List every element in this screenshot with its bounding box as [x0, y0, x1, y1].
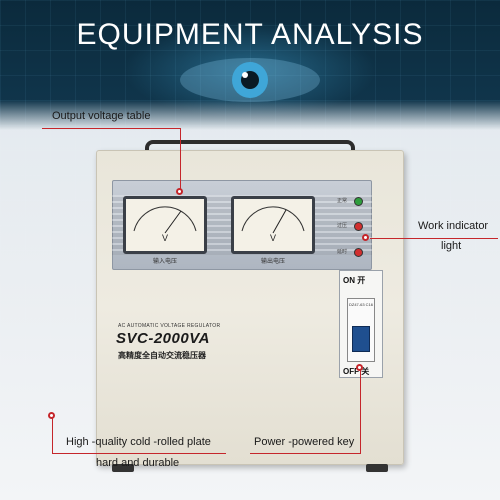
overvoltage-lamp-icon — [354, 222, 363, 231]
callout-dot-icon — [176, 188, 183, 195]
callout-line — [250, 453, 360, 454]
brand-chinese: 高精度全自动交流稳压器 — [118, 351, 206, 360]
output-voltage-meter: V — [231, 196, 315, 254]
breaker-model: DZ47-63 C16 — [349, 302, 374, 307]
brand-subtitle: AC AUTOMATIC VOLTAGE REGULATOR — [118, 323, 221, 329]
callout-work-indicator: Work indicator — [418, 220, 489, 232]
callout-dot-icon — [356, 364, 363, 371]
callout-high-quality: High -quality cold -rolled plate — [66, 436, 211, 448]
callout-line — [52, 418, 53, 453]
switch-off-label: OFF 关 — [343, 367, 370, 376]
callout-line — [370, 238, 498, 239]
callout-hard-durable: hard and durable — [96, 457, 180, 469]
lamp-label: 正常 — [337, 198, 348, 204]
meter-dial-icon — [241, 206, 305, 234]
meter-unit: V — [269, 233, 276, 243]
switch-on-label: ON 开 — [343, 276, 366, 285]
callout-work-indicator-light: light — [441, 240, 462, 252]
device-foot — [366, 464, 388, 472]
lamp-label: 过压 — [337, 223, 348, 229]
normal-lamp-icon — [354, 197, 363, 206]
lamp-label: 延时 — [337, 249, 348, 255]
meter-dial-icon — [133, 206, 197, 234]
input-voltage-meter: V — [123, 196, 207, 254]
callout-output-voltage: Output voltage table — [52, 110, 151, 122]
input-meter-label: 输入电压 — [152, 259, 177, 265]
eye-icon — [180, 58, 320, 102]
output-meter-label: 输出电压 — [260, 259, 285, 265]
delay-lamp-icon — [354, 248, 363, 257]
callout-dot-icon — [362, 234, 369, 241]
meter-unit: V — [161, 233, 168, 243]
brand-model: SVC-2000VA — [116, 330, 210, 347]
breaker-lever[interactable] — [352, 326, 370, 352]
callout-line — [360, 370, 361, 454]
carry-handle — [145, 140, 355, 156]
callout-line — [42, 128, 180, 129]
page-title: EQUIPMENT ANALYSIS — [76, 18, 424, 51]
callout-line — [52, 453, 226, 454]
callout-line — [180, 128, 181, 192]
callout-dot-icon — [48, 412, 55, 419]
callout-power-key: Power -powered key — [254, 436, 355, 448]
device-foot — [112, 464, 134, 472]
